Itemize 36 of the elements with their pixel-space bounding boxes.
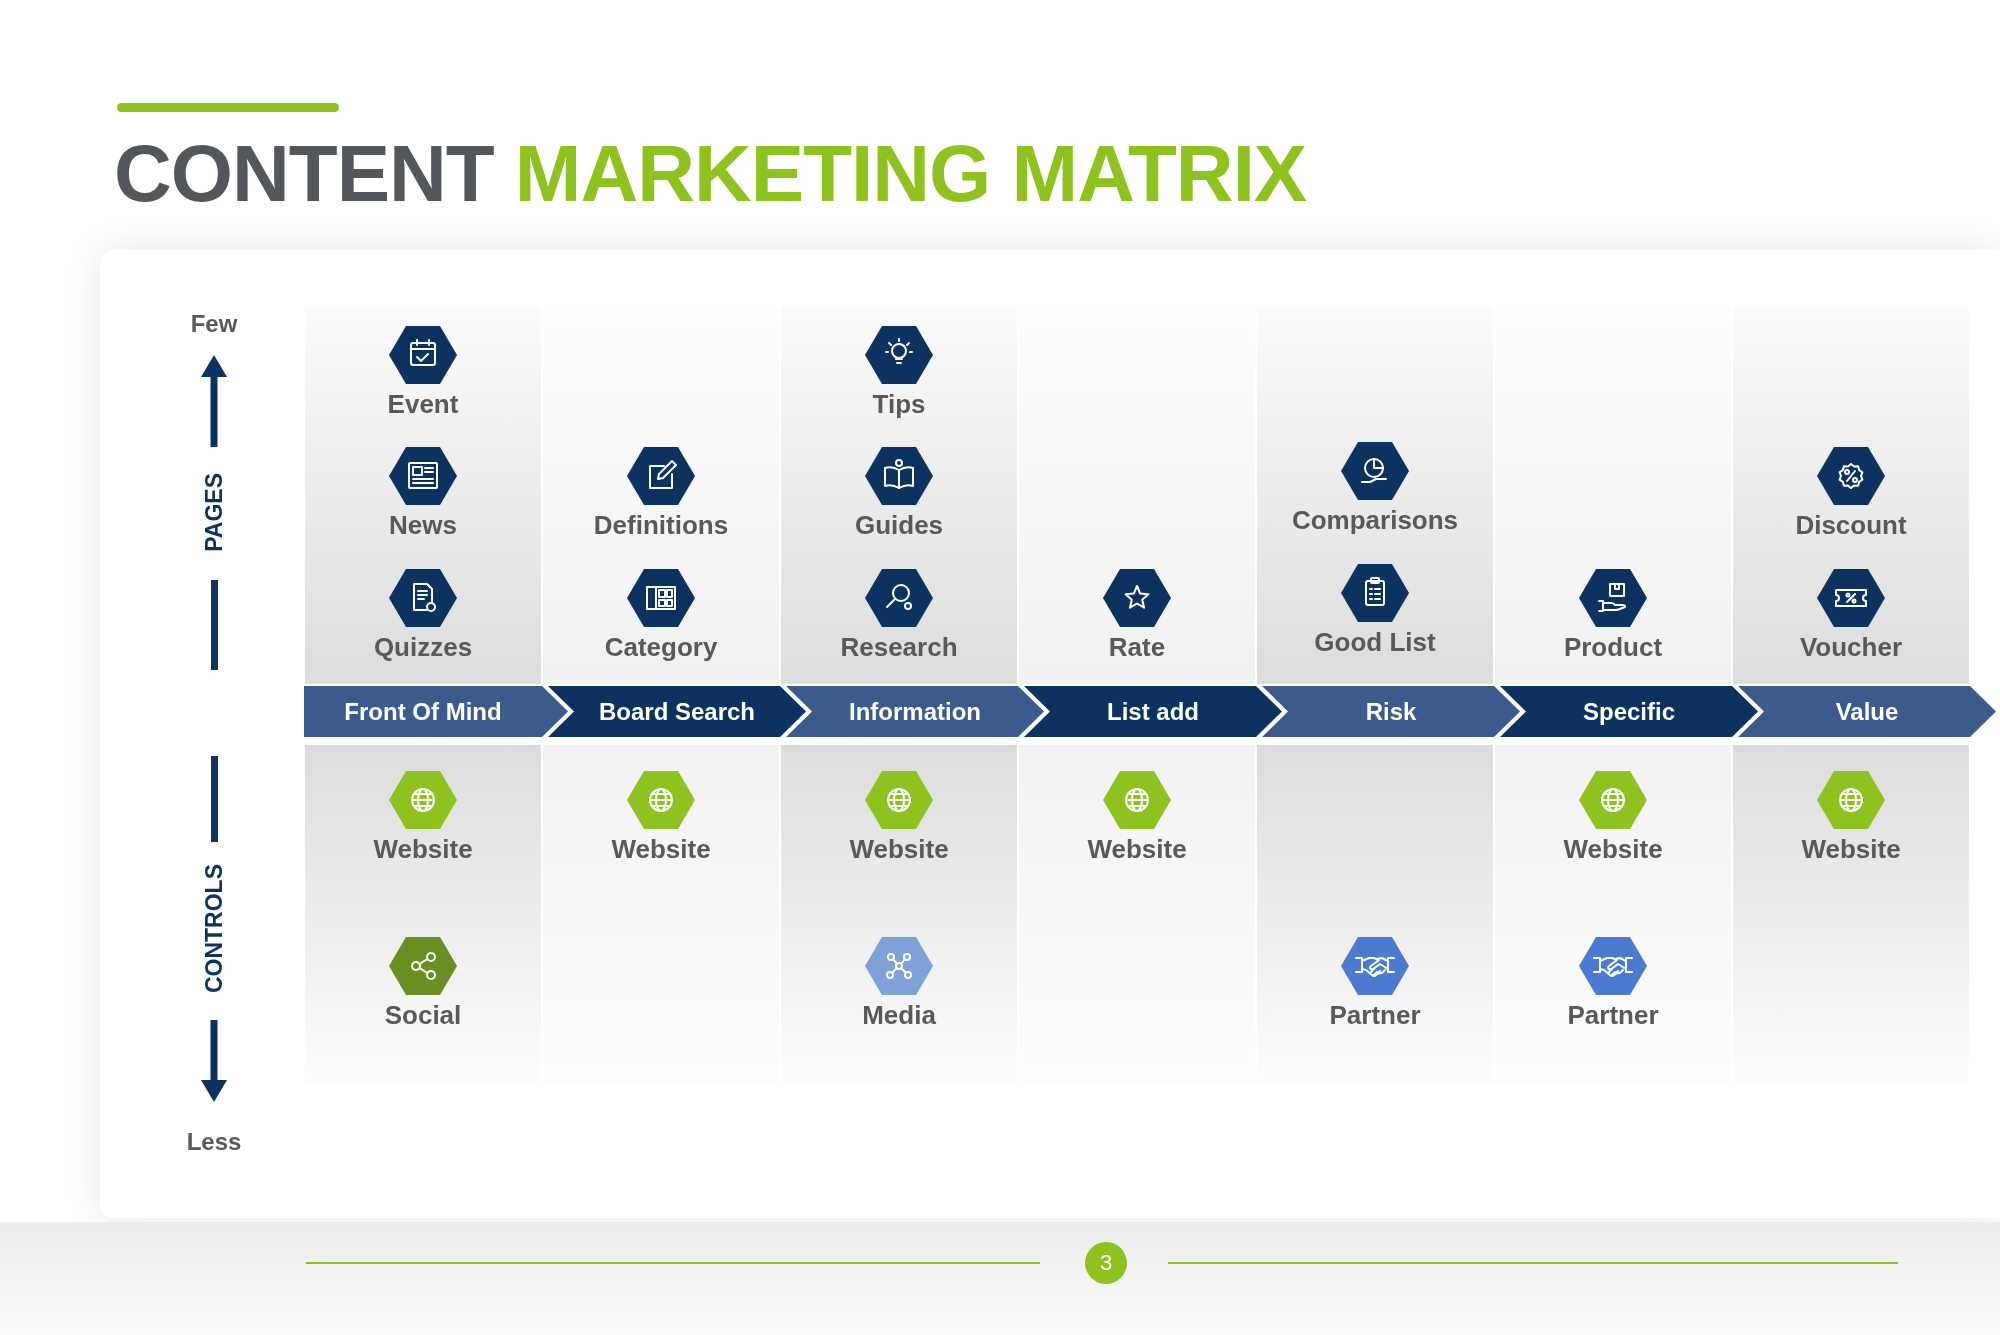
item-label: Website (611, 834, 711, 864)
axis-label: Few (189, 309, 239, 339)
arrow (1018, 686, 1044, 737)
arrow (1732, 686, 1758, 737)
arrow (542, 686, 568, 737)
item-label: Website (1087, 834, 1187, 864)
item-label: Product (1563, 632, 1663, 662)
item-label: Discount (1795, 510, 1907, 540)
item-label: Social (384, 1000, 462, 1030)
item-label: News (389, 510, 457, 540)
item-label: Definitions (593, 510, 729, 540)
slide-title: CONTENT MARKETING MATRIX (114, 128, 1307, 220)
item-label: Rate (1108, 632, 1166, 662)
arrow (1256, 686, 1282, 737)
axis-label: Less (185, 1127, 243, 1157)
item-label: Guides (854, 510, 944, 540)
item-label: Research (840, 632, 958, 662)
item-label: Partner (1567, 1000, 1659, 1030)
item-label: Category (604, 632, 718, 662)
axis-label: CONTROLS (200, 864, 228, 994)
arrow (1494, 686, 1520, 737)
arrow (1970, 686, 1996, 737)
item-label: Quizzes (373, 632, 473, 662)
item-label: Tips (872, 389, 926, 419)
axis-label: PAGES (200, 472, 228, 552)
item-label: Website (849, 834, 949, 864)
item-label: Comparisons (1291, 505, 1459, 535)
item-label: Partner (1329, 1000, 1421, 1030)
item-label: Event (387, 389, 459, 419)
arrow (780, 686, 806, 737)
item-label: Website (1563, 834, 1663, 864)
item-label: Voucher (1799, 632, 1903, 662)
item-label: Media (862, 1000, 936, 1030)
item-label: Website (1801, 834, 1901, 864)
item-label: Good List (1314, 627, 1436, 657)
item-label: Website (373, 834, 473, 864)
